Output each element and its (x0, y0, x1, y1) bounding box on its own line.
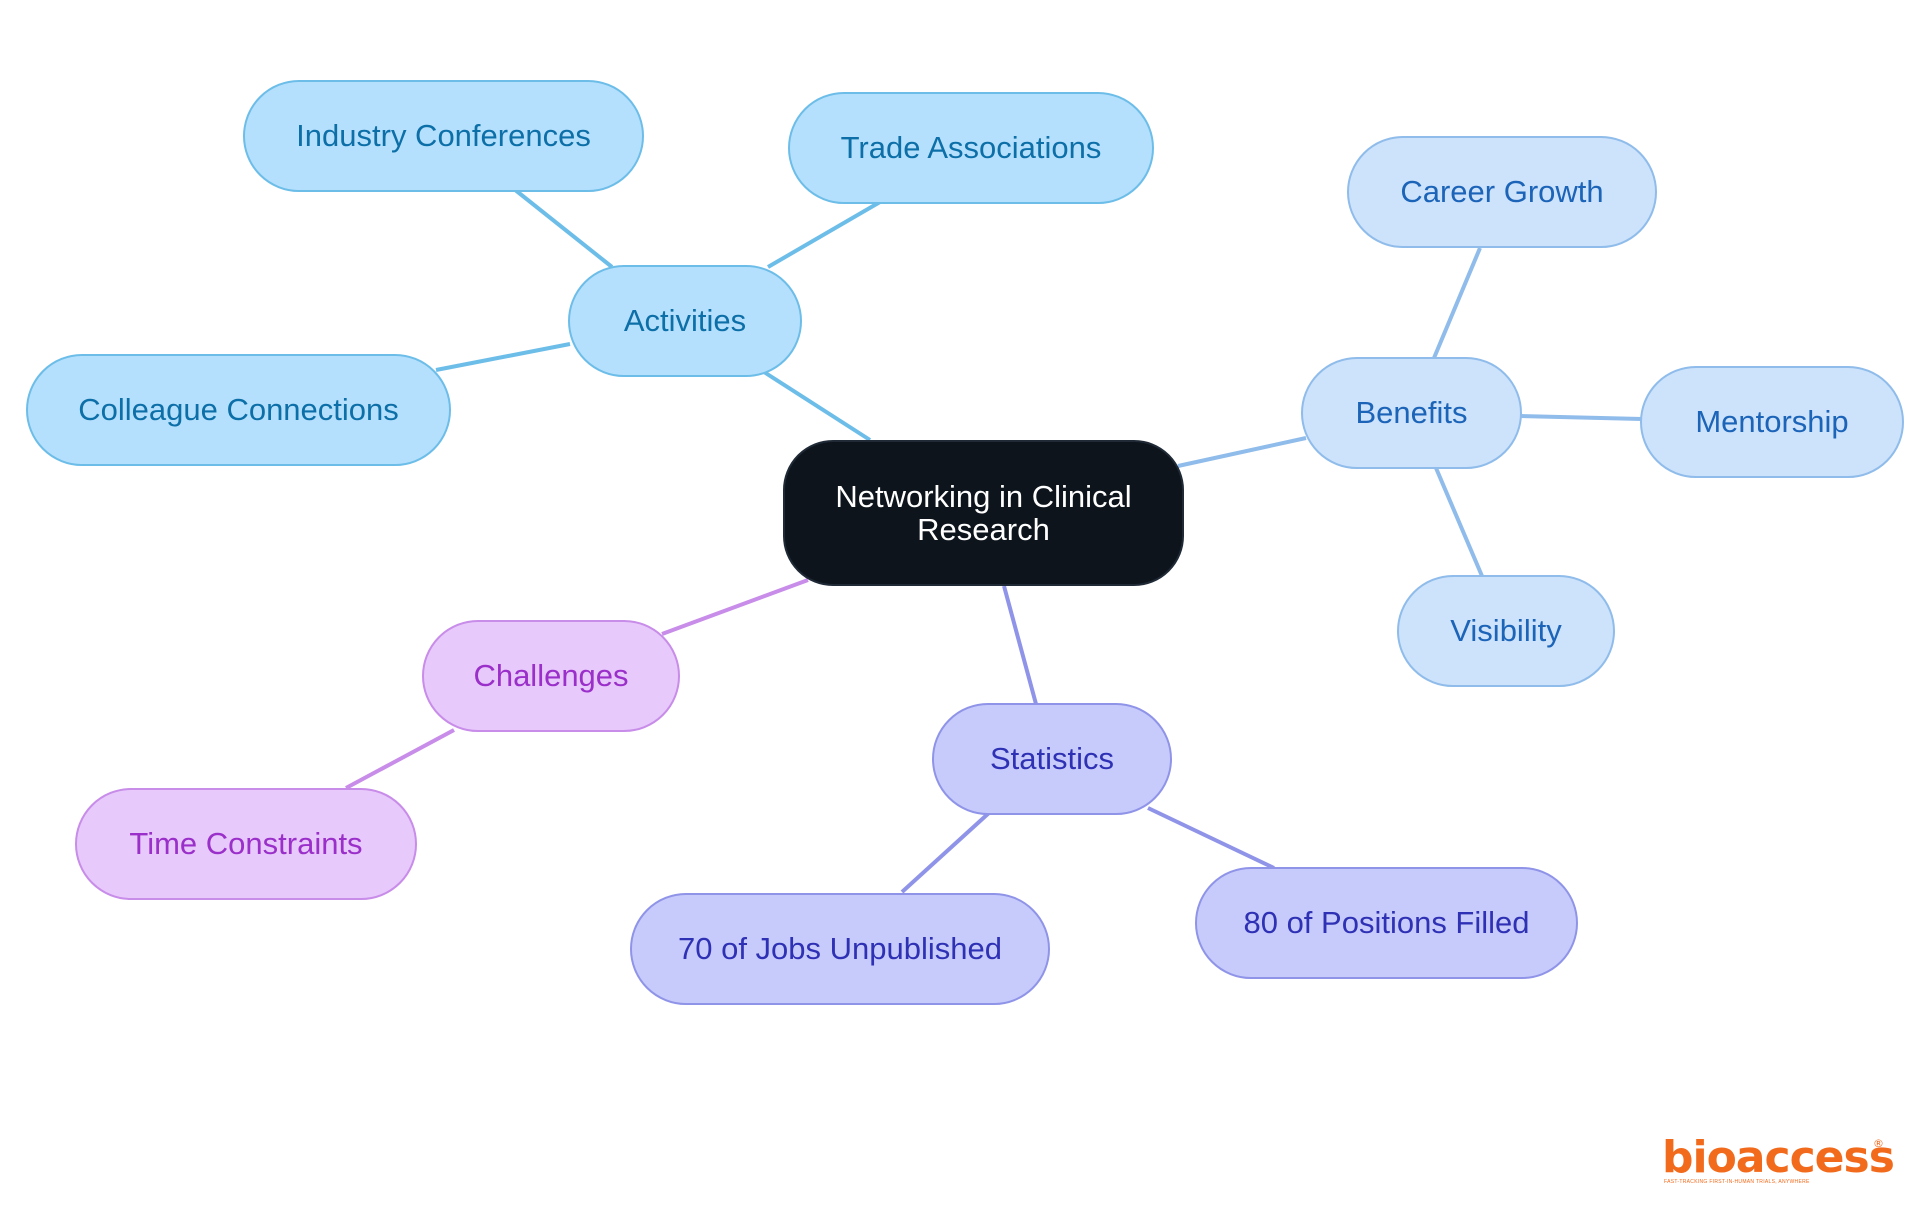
bioaccess-logo: bioaccess ® FAST-TRACKING FIRST-IN-HUMAN… (1662, 1132, 1895, 1186)
edge-challenges-time-constraints (345, 728, 455, 790)
edge-benefits-mentorship (1519, 414, 1643, 421)
branch-label-benefits: Benefits (1355, 394, 1468, 430)
logo-registered-mark: ® (1873, 1137, 1884, 1150)
leaf-label-trade-associations: Trade Associations (840, 129, 1102, 165)
logo-wordmark: bioaccess (1662, 1132, 1895, 1183)
edge-root-challenges (661, 578, 809, 636)
leaf-node-career-growth[interactable]: Career Growth (1347, 136, 1657, 248)
branch-node-challenges[interactable]: Challenges (422, 620, 680, 732)
branch-label-activities: Activities (623, 302, 747, 338)
edge-root-statistics (1002, 585, 1038, 705)
branch-node-benefits[interactable]: Benefits (1301, 357, 1522, 469)
edge-activities-trade-associations (766, 200, 882, 269)
leaf-node-jobs-unpublished[interactable]: 70 of Jobs Unpublished (630, 893, 1050, 1005)
branch-node-activities[interactable]: Activities (568, 265, 802, 377)
leaf-node-trade-associations[interactable]: Trade Associations (788, 92, 1154, 204)
leaf-label-jobs-unpublished: 70 of Jobs Unpublished (677, 930, 1002, 966)
edge-benefits-visibility (1434, 467, 1484, 577)
leaf-label-time-constraints: Time Constraints (129, 825, 363, 861)
root-node[interactable]: Networking in Clinical Research (783, 440, 1184, 586)
edge-statistics-jobs-unpublished (900, 810, 992, 894)
leaf-label-colleague-connections: Colleague Connections (78, 391, 399, 427)
leaf-label-career-growth: Career Growth (1400, 173, 1604, 209)
leaf-label-mentorship: Mentorship (1695, 403, 1849, 439)
leaf-label-positions-filled: 80 of Positions Filled (1243, 904, 1530, 940)
leaf-label-industry-conferences: Industry Conferences (296, 117, 591, 153)
leaf-node-time-constraints[interactable]: Time Constraints (75, 788, 417, 900)
edge-root-activities (762, 370, 872, 442)
leaf-node-mentorship[interactable]: Mentorship (1640, 366, 1904, 478)
leaf-label-visibility: Visibility (1450, 612, 1562, 648)
branch-label-challenges: Challenges (473, 657, 629, 693)
leaf-node-colleague-connections[interactable]: Colleague Connections (26, 354, 451, 466)
logo-tagline: FAST-TRACKING FIRST-IN-HUMAN TRIALS, ANY… (1664, 1179, 1810, 1185)
branch-node-statistics[interactable]: Statistics (932, 703, 1172, 815)
edge-statistics-positions-filled (1147, 806, 1275, 870)
edge-root-benefits (1177, 436, 1307, 468)
edge-activities-colleague-connections (435, 342, 571, 372)
leaf-node-visibility[interactable]: Visibility (1397, 575, 1615, 687)
root-label: Networking in Clinical Research (835, 478, 1132, 547)
leaf-node-positions-filled[interactable]: 80 of Positions Filled (1195, 867, 1578, 979)
edge-benefits-career-growth (1432, 247, 1482, 359)
leaf-node-industry-conferences[interactable]: Industry Conferences (243, 80, 644, 192)
branch-label-statistics: Statistics (989, 740, 1115, 776)
edge-activities-industry-conferences (512, 187, 614, 269)
